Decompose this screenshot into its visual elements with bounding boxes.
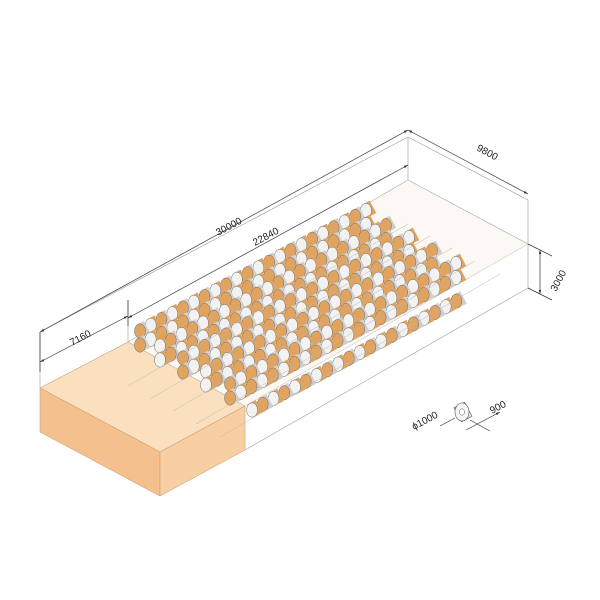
partition-line xyxy=(195,260,476,425)
coil xyxy=(278,382,295,401)
coil xyxy=(200,375,217,393)
dim-total-length-label: 30000 xyxy=(214,216,244,239)
dimension-width: 9800 xyxy=(407,129,529,195)
coil xyxy=(246,400,263,418)
coil xyxy=(426,240,443,259)
coil xyxy=(417,284,435,303)
coil xyxy=(134,335,151,353)
coil xyxy=(300,371,317,389)
coil xyxy=(343,348,360,366)
coil xyxy=(224,388,241,406)
coil xyxy=(407,290,424,308)
loading-area xyxy=(39,341,246,497)
partition-line xyxy=(244,287,529,451)
coil xyxy=(429,302,446,320)
coil xyxy=(288,353,305,372)
coil-width-label: 900 xyxy=(488,399,508,417)
coil-diameter-label: ϕ1000 xyxy=(410,410,440,433)
coil xyxy=(321,359,338,378)
coil xyxy=(331,330,348,349)
dimension-height: 3000 xyxy=(527,243,569,301)
partition-line xyxy=(219,273,501,438)
dim-width-label: 9800 xyxy=(475,143,500,163)
single-coil-detail: ϕ1000 900 xyxy=(410,399,508,433)
coil xyxy=(364,336,381,355)
dim-height-label: 3000 xyxy=(549,268,569,293)
dim-storage-length-label: 22840 xyxy=(251,226,281,249)
dim-loading-length-label: 7160 xyxy=(68,328,93,348)
coil xyxy=(177,362,194,380)
coil xyxy=(154,350,171,368)
coil xyxy=(332,354,349,372)
coil xyxy=(257,394,274,412)
coil xyxy=(267,365,284,383)
